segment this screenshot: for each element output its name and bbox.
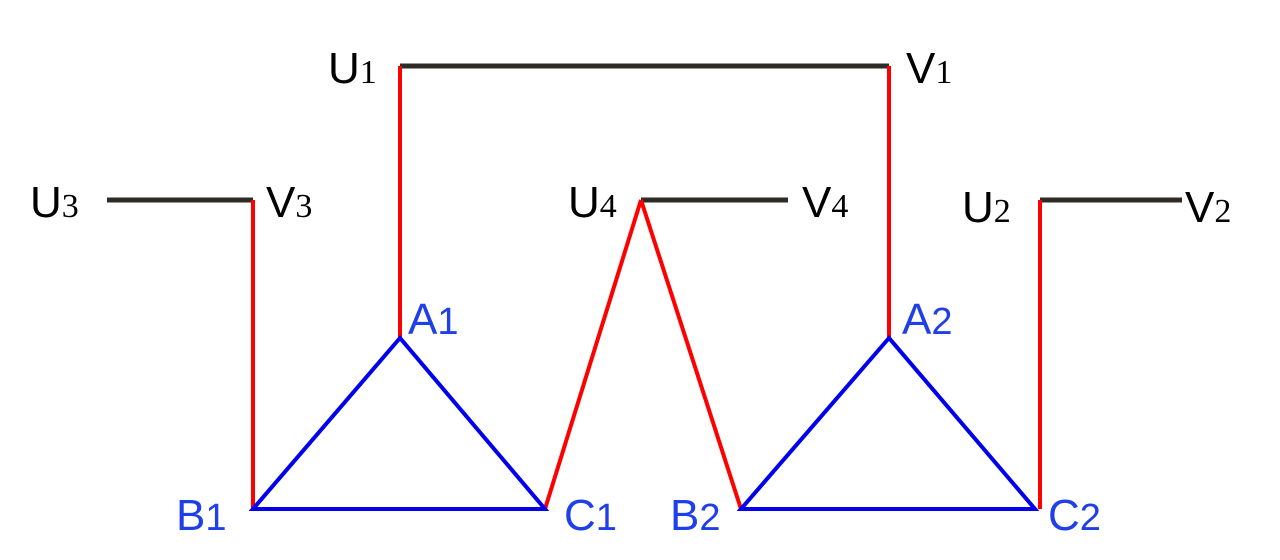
label-v1: V1 [906,44,952,93]
label-v3: V3 [266,178,312,227]
line-c1-u4 [543,199,643,510]
label-v4: V4 [802,178,848,227]
label-a2: A2 [902,295,953,344]
triangle-1 [248,334,550,511]
label-b1: B1 [176,491,227,540]
triangle-2 [736,334,1040,511]
red-connections [251,66,1042,510]
label-u3: U3 [30,178,79,227]
line-u4-b2 [639,199,743,510]
label-v2: V2 [1185,183,1231,232]
label-b2: B2 [670,491,721,540]
black-labels: U1 V1 U3 V3 U4 V4 U2 V2 [30,44,1231,232]
label-u2: U2 [962,183,1011,232]
black-connections [107,63,1182,203]
blue-triangles [248,334,1040,511]
blue-labels: A1 A2 B1 C1 B2 C2 [176,295,1101,540]
label-u1: U1 [328,44,377,93]
label-a1: A1 [408,295,459,344]
label-u4: U4 [568,178,617,227]
label-c1: C1 [564,491,617,540]
label-c2: C2 [1048,491,1101,540]
